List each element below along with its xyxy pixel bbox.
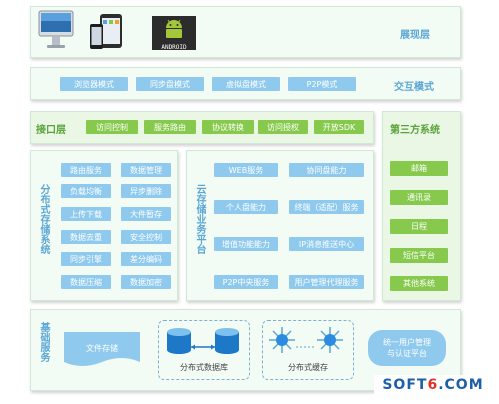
ds-diff-encoding: 差分编码	[121, 252, 171, 266]
presentation-layer-label: 展现层	[400, 30, 430, 41]
database-cylinder-icon-2	[214, 327, 240, 355]
ds-upload-download: 上传下载	[61, 207, 111, 221]
ds-load-balancing: 负载均衡	[61, 184, 111, 198]
distributed-cache-label: 分布式缓存	[288, 363, 328, 372]
third-party-panel	[382, 111, 461, 301]
file-storage-label: 文件存储	[86, 344, 118, 353]
distributed-db-label: 分布式数据库	[180, 363, 228, 372]
third-party-contacts: 通讯录	[390, 190, 448, 205]
android-label: ANDROID	[161, 44, 187, 51]
ds-dedup: 数据去重	[61, 230, 111, 244]
ds-security-control: 安全控制	[121, 230, 171, 244]
site-watermark: SOFT6.COM	[374, 375, 492, 395]
mode-virtual-disk: 虚拟盘模式	[212, 77, 280, 91]
ds-async-delete: 异步删除	[121, 184, 171, 198]
ds-routing-service: 路由服务	[61, 163, 111, 177]
cp-ip-push-center: IP消息推送中心	[289, 237, 364, 251]
cloud-platform-label: 云存储业务平台	[194, 184, 205, 254]
third-party-calendar: 日程	[390, 219, 448, 234]
ds-sync-engine: 同步引擎	[61, 252, 111, 266]
cp-personal-disk: 个人盘能力	[214, 200, 278, 214]
watermark-text: SOFT6.COM	[382, 377, 484, 393]
distributed-cache-group	[262, 320, 354, 380]
android-icon: ANDROID	[152, 16, 196, 51]
db-link-icon	[190, 336, 216, 350]
ds-data-encryption: 数据加密	[121, 275, 171, 289]
ds-large-file-staging: 大件暂存	[121, 207, 171, 221]
interface-open-sdk: 开放SDK	[314, 120, 364, 134]
unified-auth-platform: 统一用户管理与认证平台	[368, 330, 446, 366]
third-party-mailbox: 邮箱	[390, 161, 448, 176]
cp-terminal-adapter: 终端（适配）服务	[289, 200, 364, 214]
base-services-label: 基础服务	[38, 322, 49, 362]
third-party-other-systems: 其他系统	[390, 276, 448, 291]
third-party-sms-platform: 短信平台	[390, 248, 448, 263]
cp-collab-disk: 协同盘能力	[289, 163, 364, 177]
cache-star-icon-1	[268, 326, 296, 354]
mode-browser: 浏览器模式	[60, 77, 128, 91]
desktop-computer-icon	[38, 10, 74, 52]
cache-star-icon-2	[316, 326, 344, 354]
unified-auth-label: 统一用户管理与认证平台	[383, 338, 431, 358]
distributed-db-group	[158, 320, 250, 380]
cp-value-added: 增值功能能力	[214, 237, 278, 251]
ds-data-compression: 数据压缩	[61, 275, 111, 289]
cp-web-service: WEB服务	[214, 163, 278, 177]
cp-p2p-central: P2P中央服务	[214, 275, 278, 289]
distributed-storage-label: 分布式存储系统	[38, 184, 49, 254]
interface-access-control: 访问控制	[86, 120, 138, 134]
cp-user-mgmt-proxy: 用户管理代理服务	[289, 275, 364, 289]
file-storage-icon	[62, 330, 142, 370]
database-cylinder-icon-1	[166, 327, 192, 355]
mode-p2p: P2P模式	[288, 77, 356, 91]
interface-protocol-conversion: 协议转换	[202, 120, 254, 134]
mode-sync-disk: 同步盘模式	[136, 77, 204, 91]
interface-access-authorization: 访问授权	[258, 120, 308, 134]
interface-service-routing: 服务路由	[144, 120, 196, 134]
tablet-phone-icon	[88, 12, 124, 52]
ds-data-management: 数据管理	[121, 163, 171, 177]
watermark-accent: 6	[427, 377, 439, 393]
third-party-label: 第三方系统	[390, 125, 440, 136]
interaction-layer-label: 交互模式	[394, 82, 434, 93]
cache-link-icon	[296, 336, 316, 348]
interface-layer-label: 接口层	[36, 125, 66, 136]
